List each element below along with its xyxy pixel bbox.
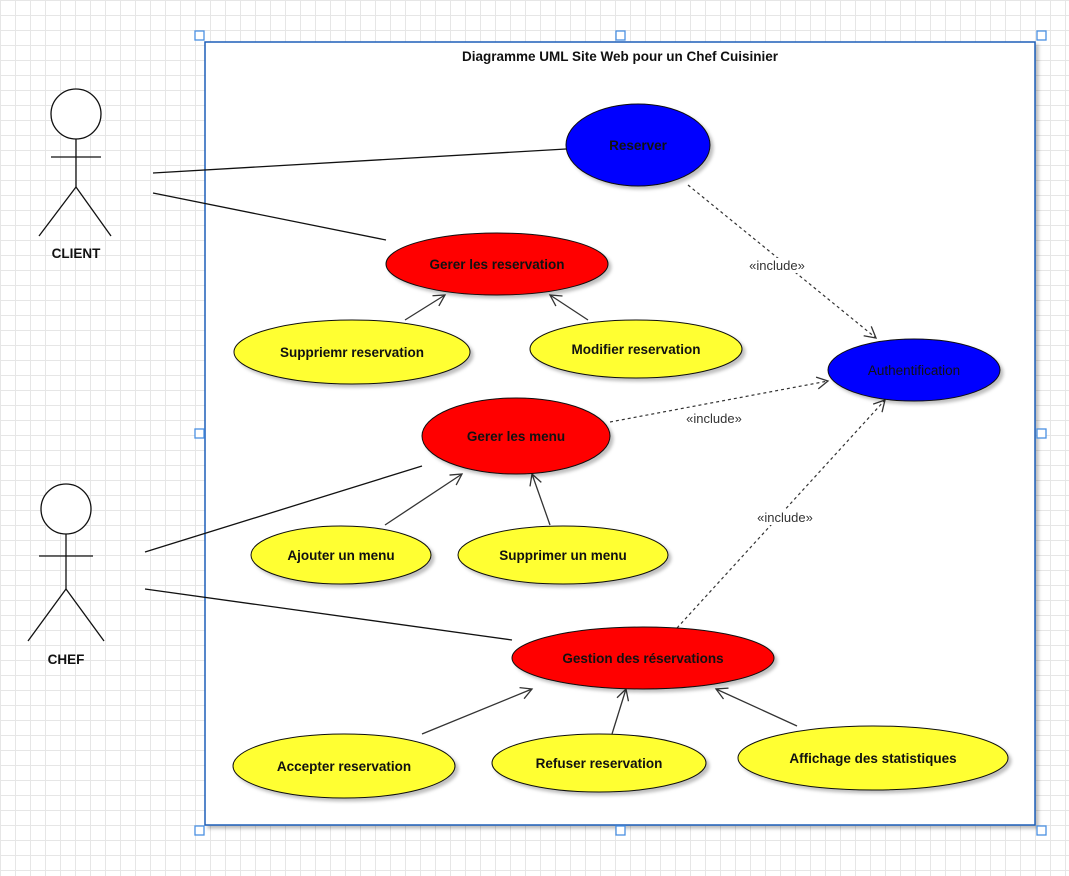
relation-supprimer-to-gerer-reservation[interactable] (404, 294, 447, 321)
use-case-ajouter-menu[interactable]: Ajouter un menu (250, 525, 432, 585)
diagram-title: Diagramme UML Site Web pour un Chef Cuis… (462, 49, 779, 64)
relation-statistiques-to-gestion[interactable] (714, 687, 798, 727)
include-gerer-menu-authentification[interactable] (609, 376, 830, 423)
relation-accepter-to-gestion[interactable] (421, 686, 534, 735)
use-case-reserver[interactable]: Reserver (565, 103, 711, 187)
use-case-label: Gerer les reservation (429, 257, 564, 272)
use-case-authentification[interactable]: Authentification (827, 338, 1001, 402)
resize-handle-top[interactable] (615, 30, 626, 41)
use-case-label: Ajouter un menu (287, 548, 394, 563)
include-label: «include» (757, 510, 813, 525)
use-case-label: Gerer les menu (467, 429, 565, 444)
resize-handle-bottom-right[interactable] (1036, 825, 1047, 836)
use-case-modifier-reservation[interactable]: Modifier reservation (529, 319, 743, 379)
use-case-label: Modifier reservation (571, 342, 700, 357)
use-case-label: Suppriemr reservation (280, 345, 424, 360)
relation-ajouter-to-gerer-menu[interactable] (384, 473, 464, 526)
actor-client-label: CLIENT (52, 246, 102, 261)
use-case-gerer-reservation[interactable]: Gerer les reservation (385, 232, 609, 296)
use-case-refuser-reservation[interactable]: Refuser reservation (491, 733, 707, 793)
relation-supprimer-menu-to-gerer-menu[interactable] (529, 472, 551, 526)
use-case-label: Supprimer un menu (499, 548, 627, 563)
relation-modifier-to-gerer-reservation[interactable] (548, 294, 589, 321)
resize-handle-top-right[interactable] (1036, 30, 1047, 41)
association-client-reserver[interactable] (152, 148, 567, 174)
use-case-label: Refuser reservation (536, 756, 663, 771)
association-client-gerer-reservation[interactable] (152, 192, 387, 241)
use-case-accepter-reservation[interactable]: Accepter reservation (232, 733, 456, 799)
resize-handle-right[interactable] (1036, 428, 1047, 439)
use-case-supprimer-menu[interactable]: Supprimer un menu (457, 525, 669, 585)
resize-handle-bottom[interactable] (615, 825, 626, 836)
actor-client[interactable]: CLIENT (38, 88, 112, 261)
use-case-gestion-reservations[interactable]: Gestion des réservations (511, 626, 775, 690)
resize-handle-top-left[interactable] (194, 30, 205, 41)
use-case-label: Gestion des réservations (562, 651, 723, 666)
relation-refuser-to-gestion[interactable] (611, 687, 630, 735)
use-case-label: Affichage des statistiques (789, 751, 956, 766)
association-chef-gestion-reservations[interactable] (144, 588, 513, 641)
include-label: «include» (686, 411, 742, 426)
actor-chef[interactable]: CHEF (27, 483, 105, 667)
resize-handle-bottom-left[interactable] (194, 825, 205, 836)
use-case-label: Accepter reservation (277, 759, 411, 774)
actor-chef-label: CHEF (48, 652, 85, 667)
use-case-label: Authentification (868, 363, 960, 378)
selection-handles[interactable] (194, 30, 1047, 836)
resize-handle-left[interactable] (194, 428, 205, 439)
use-case-affichage-statistiques[interactable]: Affichage des statistiques (737, 725, 1009, 791)
use-case-gerer-menu[interactable]: Gerer les menu (421, 397, 611, 475)
use-case-supprimer-reservation[interactable]: Suppriemr reservation (233, 319, 471, 385)
include-label: «include» (749, 258, 805, 273)
association-chef-gerer-menu[interactable] (144, 465, 423, 553)
use-case-label: Reserver (609, 138, 668, 153)
